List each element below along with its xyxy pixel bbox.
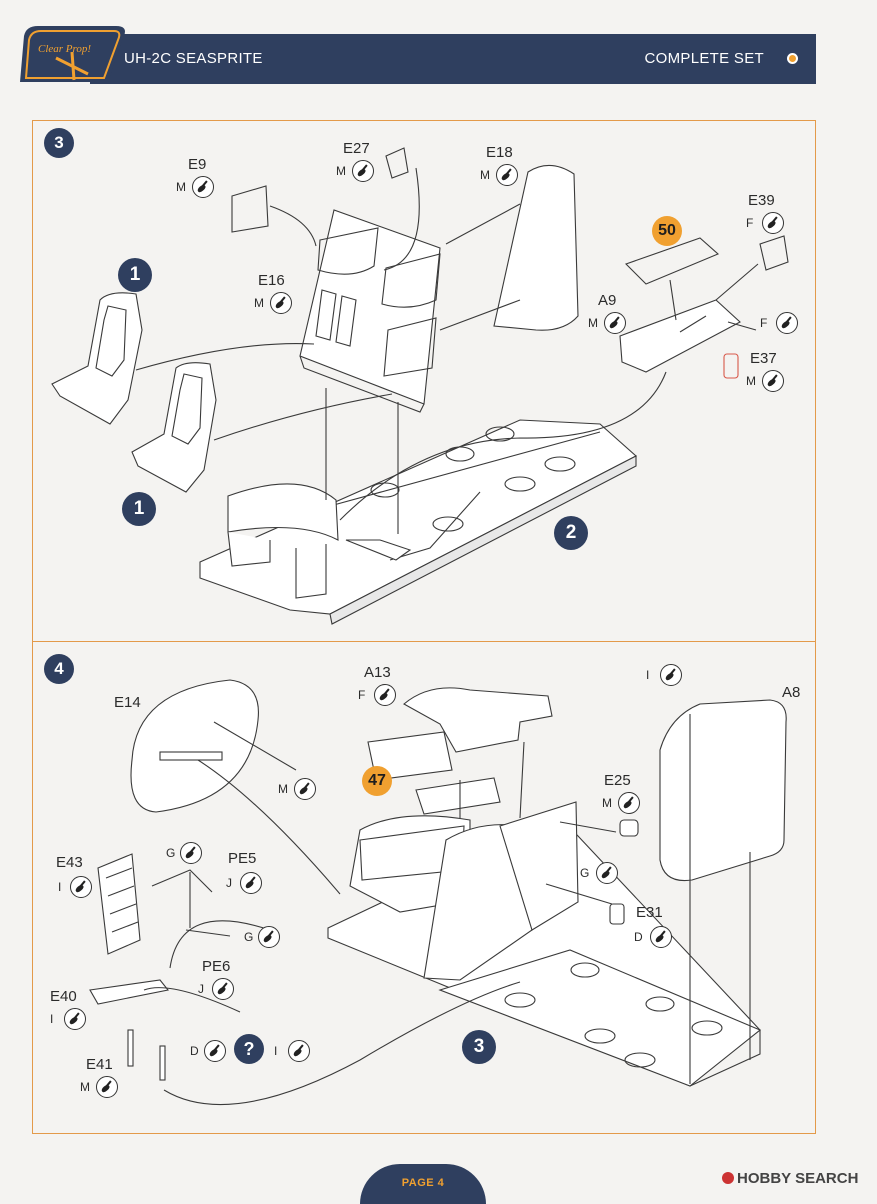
part-a9: A9 [598, 292, 617, 309]
code-a13: F [358, 688, 366, 702]
code-e37: M [746, 374, 756, 388]
page-number: PAGE 4 [401, 1177, 445, 1189]
bullet-icon [787, 53, 798, 64]
code-a9: M [588, 316, 598, 330]
part-e27: E27 [343, 140, 370, 157]
code-bottom-i: I [274, 1044, 278, 1058]
part-e18: E18 [486, 144, 513, 161]
paint-brush-icon [180, 842, 202, 864]
paint-brush-icon [374, 684, 396, 706]
paint-brush-icon [604, 312, 626, 334]
hobby-search-icon [722, 1172, 734, 1184]
paint-brush-icon [240, 872, 262, 894]
decal-50-marker: 50 [652, 216, 682, 246]
part-e39: E39 [748, 192, 775, 209]
paint-brush-icon [762, 212, 784, 234]
code-e27: M [336, 164, 346, 178]
code-pe5: J [226, 876, 232, 890]
part-a8: A8 [782, 684, 801, 701]
set-label: COMPLETE SET [644, 50, 764, 67]
paint-brush-icon [96, 1076, 118, 1098]
header-bar: UH-2C SEASPRITE COMPLETE SET [90, 34, 816, 84]
part-e43: E43 [56, 854, 83, 871]
question-marker: ? [234, 1034, 264, 1064]
part-e40: E40 [50, 988, 77, 1005]
step-4-panel [32, 642, 816, 1134]
paint-brush-icon [64, 1008, 86, 1030]
code-e18: M [480, 168, 490, 182]
part-e31: E31 [636, 904, 663, 921]
clear-prop-logo: Clear Prop! [20, 26, 125, 82]
code-e40: I [50, 1012, 54, 1026]
paint-brush-icon [294, 778, 316, 800]
paint-brush-icon [70, 876, 92, 898]
step-4-number: 4 [44, 654, 74, 684]
paint-brush-icon [352, 160, 374, 182]
code-e41: M [80, 1080, 90, 1094]
part-e14: E14 [114, 694, 141, 711]
subassembly-3: 3 [462, 1030, 496, 1064]
step-3-number: 3 [44, 128, 74, 158]
page-tab: PAGE 4 [360, 1164, 486, 1204]
code-bottom-d: D [190, 1044, 199, 1058]
part-a13: A13 [364, 664, 391, 681]
paint-brush-icon [776, 312, 798, 334]
part-e9: E9 [188, 156, 207, 173]
part-pe5: PE5 [228, 850, 257, 867]
code-e25: M [602, 796, 612, 810]
step-3-panel [32, 120, 816, 642]
paint-brush-icon [204, 1040, 226, 1062]
watermark-text: HOBBY SEARCH [737, 1170, 859, 1187]
subassembly-1-top: 1 [118, 258, 152, 292]
paint-brush-icon [288, 1040, 310, 1062]
code-e9: M [176, 180, 186, 194]
code-pe5-mid: G [244, 930, 254, 944]
paint-brush-icon [596, 862, 618, 884]
paint-brush-icon [660, 664, 682, 686]
decal-47-marker: 47 [362, 766, 392, 796]
code-pe6: J [198, 982, 204, 996]
subassembly-1-bottom: 1 [122, 492, 156, 526]
code-e31: D [634, 930, 643, 944]
paint-brush-icon [258, 926, 280, 948]
part-e37: E37 [750, 350, 777, 367]
part-pe6: PE6 [202, 958, 231, 975]
paint-brush-icon [192, 176, 214, 198]
part-e25: E25 [604, 772, 631, 789]
code-pe5-top: G [166, 846, 176, 860]
code-e43: I [58, 880, 62, 894]
part-e41: E41 [86, 1056, 113, 1073]
paint-brush-icon [762, 370, 784, 392]
code-e39: F [746, 216, 754, 230]
watermark: HOBBY SEARCH [722, 1170, 858, 1187]
subassembly-2: 2 [554, 516, 588, 550]
code-e25-lower: G [580, 866, 590, 880]
code-a8: I [646, 668, 650, 682]
paint-brush-icon [650, 926, 672, 948]
paint-brush-icon [496, 164, 518, 186]
paint-brush-icon [618, 792, 640, 814]
code-e14: M [278, 782, 288, 796]
model-title: UH-2C SEASPRITE [124, 50, 263, 67]
code-e16: M [254, 296, 264, 310]
svg-text:Clear Prop!: Clear Prop! [38, 43, 91, 55]
code-a9-right: F [760, 316, 768, 330]
paint-brush-icon [212, 978, 234, 1000]
part-e16: E16 [258, 272, 285, 289]
paint-brush-icon [270, 292, 292, 314]
